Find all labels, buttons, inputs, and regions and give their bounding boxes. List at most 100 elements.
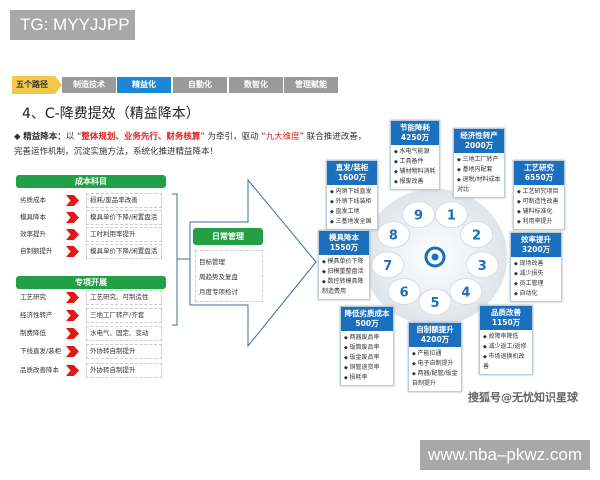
card-amount: 1550万 — [329, 243, 359, 252]
wheel-number: 7 — [383, 259, 392, 274]
card-amount: 3200万 — [521, 245, 551, 254]
card-amount: 1150万 — [491, 318, 521, 327]
project-row: 下线直发/装柜 外协转自制提升 — [18, 344, 168, 359]
card-amount: 6550万 — [524, 173, 554, 182]
card-list: 三地工厂转产基地内配套退税/材料成本对比 — [454, 153, 504, 197]
big-arrow — [189, 178, 317, 348]
project-row: 制费降低水电气、固定、变动 — [18, 326, 168, 341]
tab-1[interactable]: 精益化 — [117, 77, 171, 93]
project-row: 经济性转产 三地工厂转产/齐套 — [18, 308, 168, 323]
card-item: 铜管退货率 — [344, 363, 390, 373]
red-arrow-icon — [66, 292, 79, 303]
card-item: 水电气能源 — [394, 147, 436, 157]
nav-label: 五个路径 — [12, 76, 62, 94]
dimension-card: 模具降本1550万模具单价下降旧模重整盘活数控转模具降制造费用 — [318, 230, 370, 300]
card-item: 电子自制提升 — [412, 359, 458, 369]
red-arrow-icon — [66, 310, 79, 321]
card-item: 市场退换机改善 — [483, 352, 529, 372]
row-value: 损耗/废品率改善 — [86, 193, 162, 208]
project-header: 专项开展 — [16, 276, 166, 289]
card-title: 工艺研究 — [524, 163, 554, 172]
wheel-petal — [387, 277, 421, 305]
row-label: 下线直发/装柜 — [20, 347, 62, 355]
wheel-number: 3 — [478, 259, 487, 274]
card-item: 工艺研究项目 — [517, 187, 561, 197]
card-item: 报废改善 — [394, 177, 436, 187]
row-label: 经济性转产 — [20, 311, 53, 319]
intro-text-2: ” 为牵引，驱动 “ — [200, 132, 266, 142]
card-item: 退税/材料成本对比 — [457, 175, 501, 195]
wheel-number: 8 — [389, 229, 398, 244]
tab-2[interactable]: 自動化 — [173, 77, 227, 93]
dimension-card: 节能降耗4250万水电气能源工具备件辅材物料消耗报废改善 — [390, 120, 440, 190]
card-title: 效率提升 — [521, 235, 551, 244]
wheel-number: 4 — [461, 285, 470, 300]
card-title: 降低劣质成本 — [344, 309, 390, 318]
dimension-card: 经济性转产2000万三地工厂转产基地内配套退税/材料成本对比 — [453, 128, 505, 198]
source-watermark: 搜狐号@无忧知识星球 — [468, 391, 578, 404]
card-list: 水电气能源工具备件辅材物料消耗报废改善 — [391, 145, 439, 189]
row-label: 品质改善降本 — [20, 366, 59, 374]
dimension-card: 品质改善1150万故障率降低减少返工/返修市场退换机改善 — [479, 305, 533, 375]
wheel-number: 5 — [430, 296, 439, 311]
intro-text: ◆ 精益降本：以 “整体规划、业务先行、财务核算” 为牵引，驱动 “九大维度” … — [14, 130, 374, 160]
card-title: 节能降耗 — [400, 123, 430, 132]
card-title: 直发/装柜 — [335, 163, 369, 172]
card-list: 内销下线直发外销下线装柜直发工地三基地发全国 — [327, 185, 377, 229]
wheel-petal — [460, 221, 494, 248]
wheel-number: 6 — [400, 285, 409, 300]
card-item: 故障率降低 — [483, 332, 529, 342]
cost-row: 效率提升 工时利用率提升 — [18, 227, 168, 242]
card-item: 利用率提升 — [517, 217, 561, 227]
card-amount: 2000万 — [464, 141, 494, 150]
tab-0[interactable]: 制造技术 — [62, 77, 116, 93]
intro-highlight-2: 九大维度 — [265, 132, 300, 142]
card-list: 现场改善减少损失员工管理自动化 — [511, 257, 561, 301]
row-value: 外协转自制提升 — [86, 344, 162, 359]
card-list: 模具单价下降旧模重整盘活数控转模具降制造费用 — [319, 255, 369, 299]
card-item: 模具单价下降 — [322, 257, 366, 267]
row-value: 外协转自制提升 — [86, 363, 162, 378]
bracket — [172, 193, 190, 326]
card-item: 两器废品率 — [344, 333, 390, 343]
card-title: 自制额提升 — [416, 325, 454, 334]
tab-3[interactable]: 数智化 — [229, 77, 283, 93]
card-item: 直发工地 — [330, 207, 374, 217]
tab-4[interactable]: 管理赋能 — [284, 77, 338, 93]
intro-highlight-1: 整体规划、业务先行、财务核算 — [81, 132, 201, 142]
daily-header: 日常管理 — [193, 228, 263, 245]
wheel-petal — [371, 251, 405, 279]
row-value: 工时利用率提升 — [86, 227, 162, 242]
top-watermark-badge: TG: MYYJJPP — [10, 10, 135, 40]
card-item: 数控转模具降制造费用 — [322, 277, 366, 297]
cost-row: 劣质成本 损耗/废品率改善 — [18, 193, 168, 208]
red-arrow-icon — [66, 212, 79, 223]
daily-item: 周趋势及复盘 — [199, 273, 238, 281]
row-value: 模具单价下降/闲置盘活 — [86, 210, 162, 225]
card-item: 外销下线装柜 — [330, 197, 374, 207]
card-item: 钣筒废品率 — [344, 343, 390, 353]
wheel-petal — [418, 288, 452, 316]
card-list: 故障率降低减少返工/返修市场退换机改善 — [480, 330, 532, 374]
card-amount: 4250万 — [400, 133, 430, 142]
card-amount: 500万 — [355, 319, 379, 328]
wheel-petal — [449, 277, 483, 305]
project-row: 工艺研究工艺研究、可制造性 — [18, 290, 168, 305]
card-item: 三地工厂转产 — [457, 155, 501, 165]
card-item: 可制造性改善 — [517, 197, 561, 207]
card-list: 工艺研究项目可制造性改善辅料标准化利用率提升 — [514, 185, 564, 229]
card-item: 辅料标准化 — [517, 207, 561, 217]
row-label: 效率提升 — [20, 230, 46, 238]
row-label: 劣质成本 — [20, 196, 46, 204]
row-value: 三地工厂转产/齐套 — [86, 308, 162, 323]
row-label: 工艺研究 — [20, 293, 46, 301]
card-item: 基地内配套 — [457, 165, 501, 175]
card-item: 自动化 — [514, 289, 558, 299]
card-item: 现场改善 — [514, 259, 558, 269]
dimension-card: 效率提升3200万现场改善减少损失员工管理自动化 — [510, 232, 562, 302]
